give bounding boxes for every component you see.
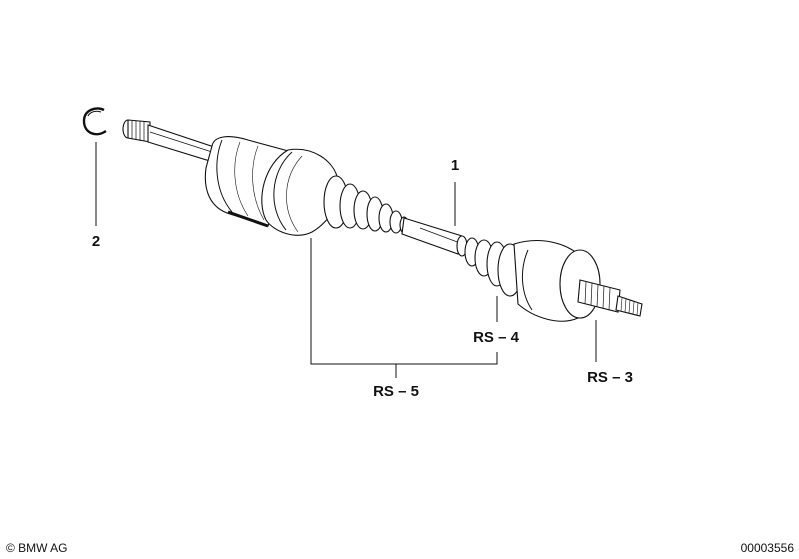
circlip bbox=[82, 107, 107, 136]
label-rs-4: RS – 4 bbox=[473, 329, 520, 346]
label-rs-5: RS – 5 bbox=[373, 383, 419, 400]
leader-bracket-rs5 bbox=[310, 238, 498, 365]
outer-spline-stub bbox=[577, 279, 643, 317]
middle-shaft bbox=[401, 217, 463, 255]
inner-boot bbox=[261, 148, 341, 236]
label-rs-3: RS – 3 bbox=[587, 369, 633, 386]
outer-joint-housing bbox=[513, 240, 601, 322]
image-number: 00003556 bbox=[741, 541, 795, 555]
outer-boot-bellows bbox=[456, 235, 523, 297]
inner-shaft bbox=[147, 124, 215, 162]
label-part-2: 2 bbox=[92, 233, 100, 250]
inner-spline-stub bbox=[122, 119, 151, 143]
label-part-1: 1 bbox=[451, 157, 459, 174]
leader-lines bbox=[95, 142, 597, 378]
inner-boot-bellows bbox=[323, 175, 409, 234]
copyright-text: © BMW AG bbox=[6, 541, 68, 555]
